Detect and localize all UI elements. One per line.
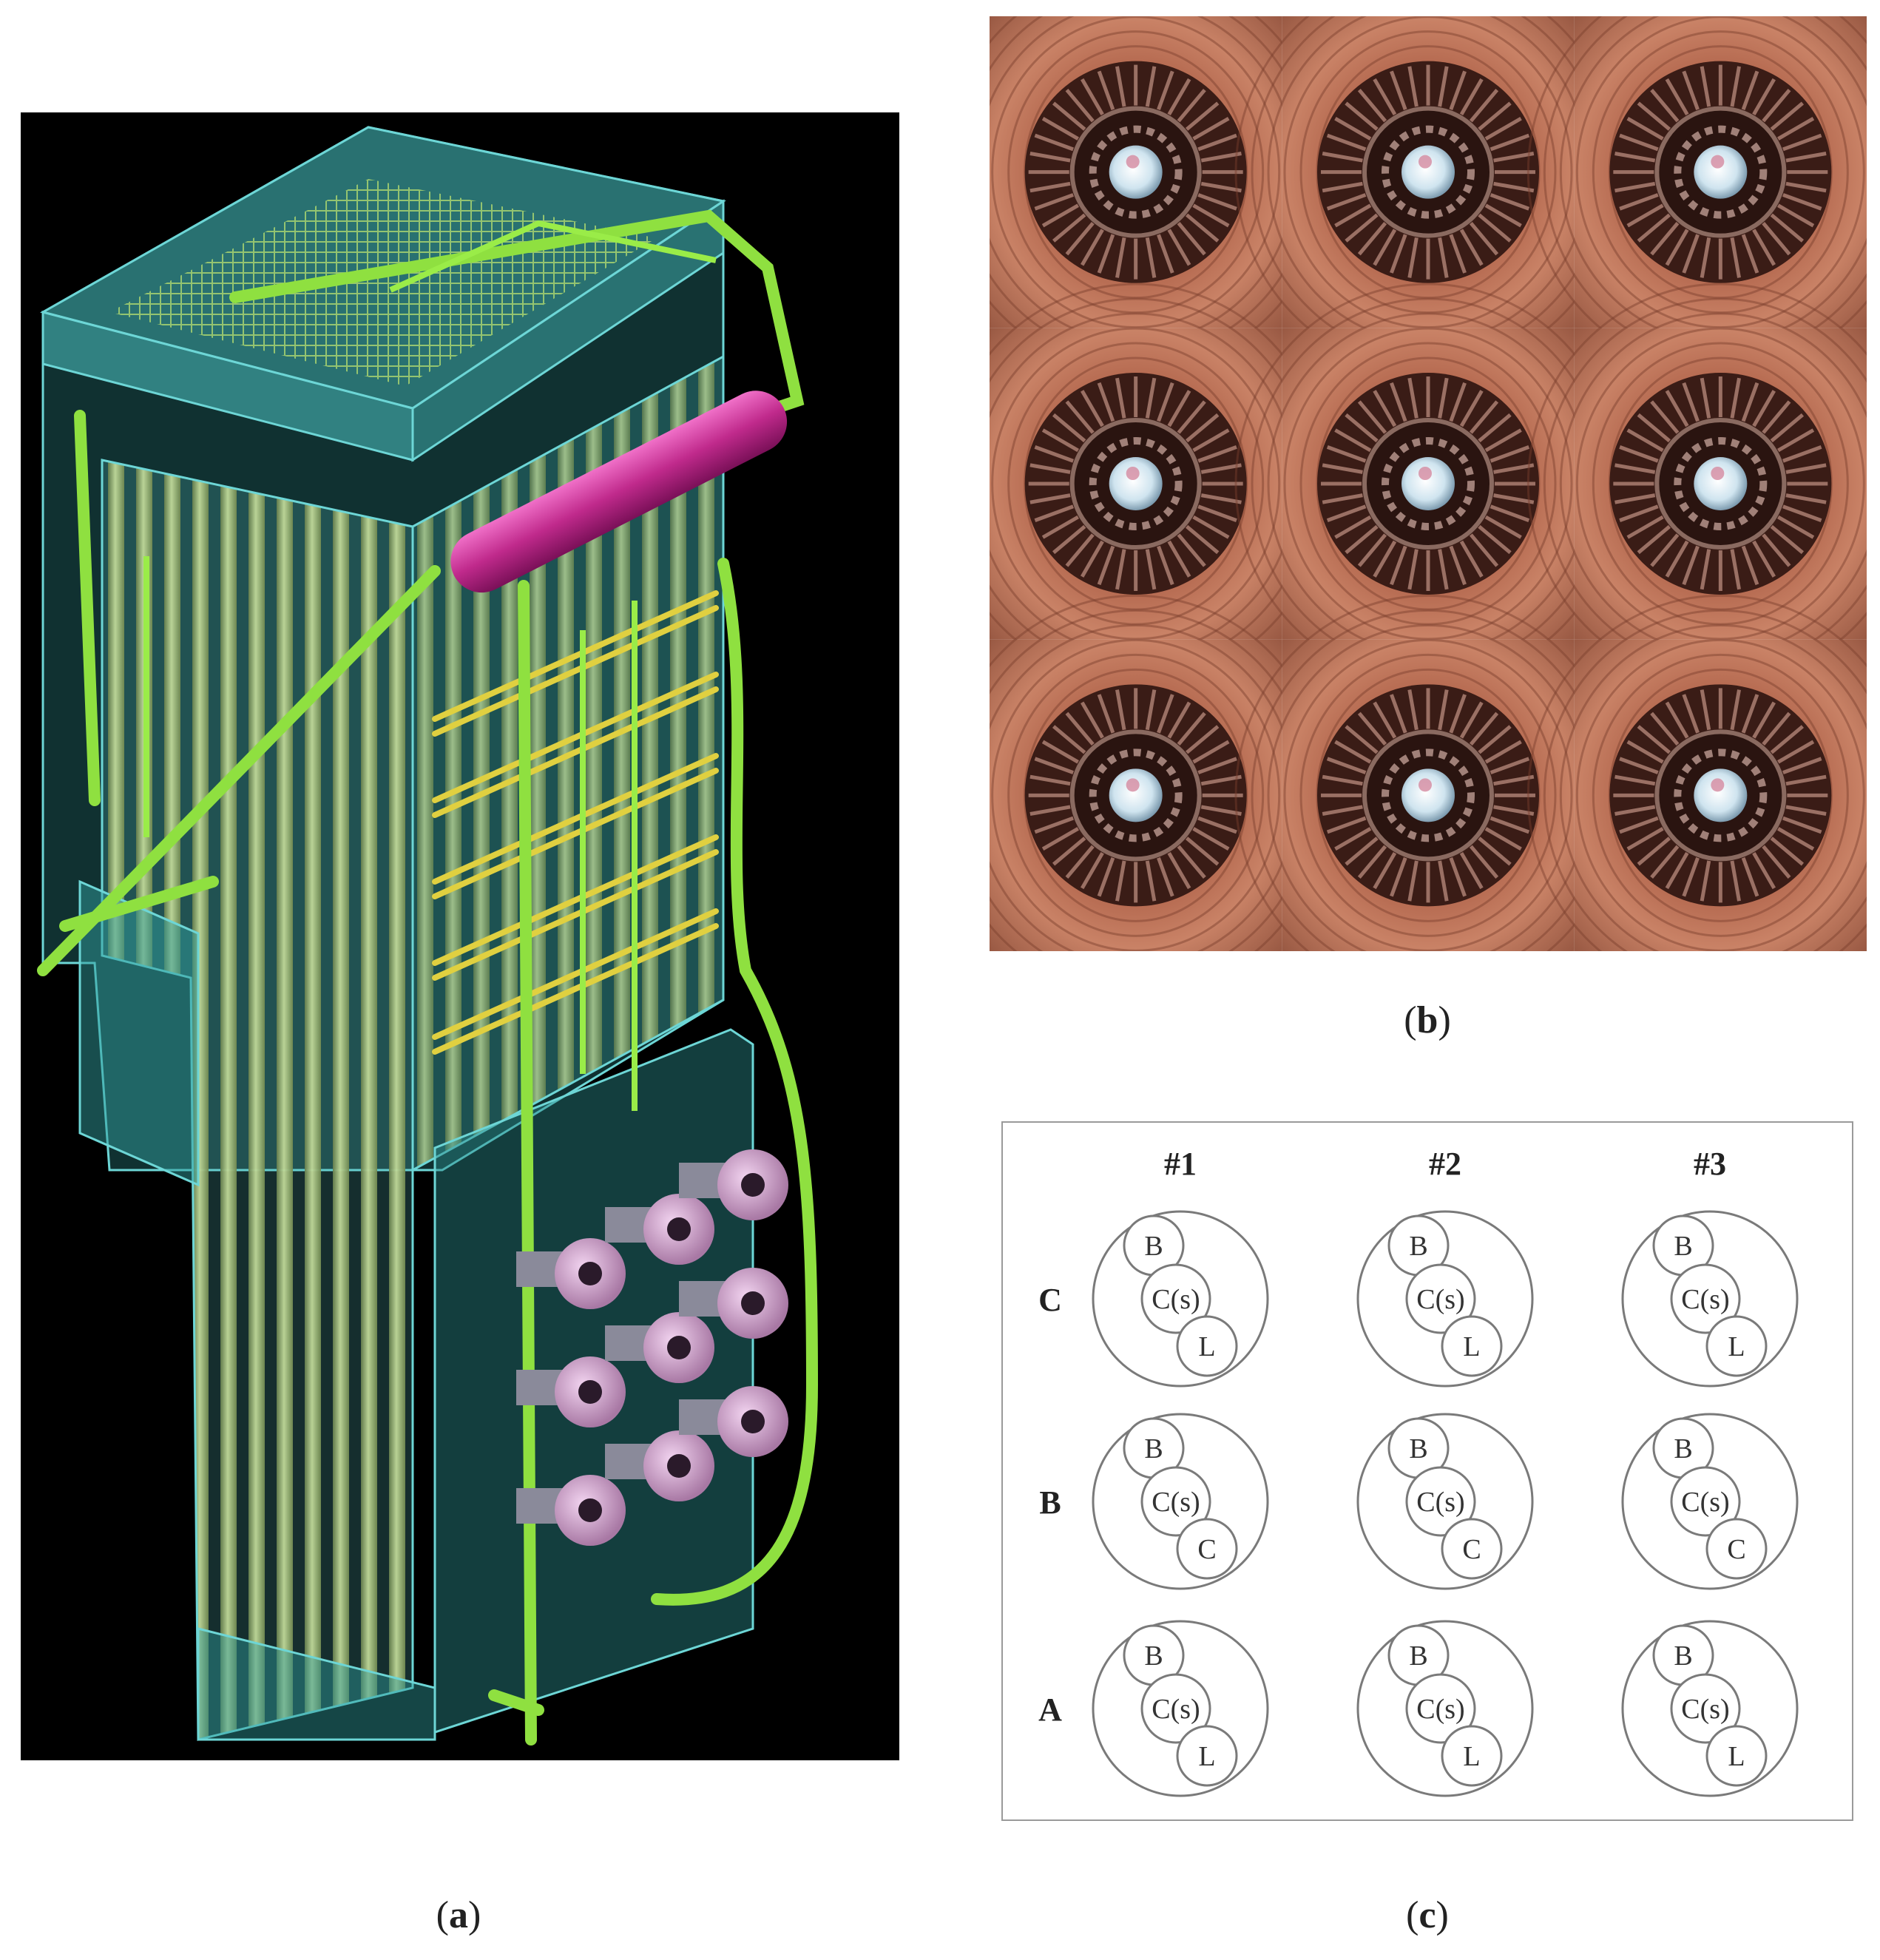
burner-zone-label: C	[1197, 1534, 1216, 1565]
burner-zone-label: B	[1144, 1433, 1163, 1464]
flame-photo-cell	[1234, 283, 1622, 685]
burner-zone-label: C(s)	[1416, 1487, 1464, 1518]
burner-zone-label: C(s)	[1681, 1694, 1729, 1725]
burner-outer-circle	[1092, 1210, 1269, 1388]
burner-zone-label: L	[1728, 1331, 1745, 1362]
flame-photo-cell	[1526, 0, 1880, 374]
burner-cell: B C(s) L	[1621, 1620, 1799, 1797]
burner-zone-label: B	[1144, 1231, 1163, 1262]
flame-photo-cell	[1234, 594, 1622, 996]
burner-zone-circle	[1705, 1518, 1768, 1580]
burner-zone-circle	[1705, 1725, 1768, 1787]
burner-zone-circle	[1405, 1466, 1476, 1537]
burner-zone-circle	[1705, 1315, 1768, 1377]
burner-zone-label: C	[1727, 1534, 1745, 1565]
column-header: #3	[1694, 1146, 1726, 1182]
burner-zone-circle	[1140, 1263, 1211, 1334]
burner-zone-label: C(s)	[1152, 1487, 1200, 1518]
burner-cell: B C(s) L	[1092, 1210, 1269, 1388]
caption-c: (c)	[1406, 1894, 1449, 1936]
burner-zone-circle	[1176, 1315, 1238, 1377]
flame-photo-cell	[942, 0, 1330, 374]
burner-outer-circle	[1621, 1413, 1799, 1590]
column-header: #1	[1164, 1146, 1197, 1182]
burner-outer-circle	[1621, 1210, 1799, 1388]
flame-photo-cell	[942, 594, 1330, 996]
burner-zone-label: B	[1409, 1231, 1427, 1262]
burner-outer-circle	[1356, 1620, 1534, 1797]
burner-zone-label: C(s)	[1152, 1284, 1200, 1315]
burner-zone-circle	[1140, 1466, 1211, 1537]
burner-zone-circle	[1176, 1725, 1238, 1787]
burner-zone-circle	[1670, 1673, 1741, 1744]
burner-zone-circle	[1441, 1518, 1503, 1580]
burner-cell: B C(s) L	[1092, 1620, 1269, 1797]
column-header: #2	[1429, 1146, 1461, 1182]
burner-zone-circle	[1405, 1263, 1476, 1334]
burner-zone-label: C(s)	[1416, 1694, 1464, 1725]
burner-zone-circle	[1176, 1518, 1238, 1580]
flame-photo-cell	[1234, 0, 1622, 374]
burner-cell: B C(s) C	[1621, 1413, 1799, 1590]
row-label: B	[1039, 1484, 1061, 1521]
burner-zone-label: C(s)	[1681, 1284, 1729, 1315]
burner-cell: B C(s) L	[1356, 1210, 1534, 1388]
burner-zone-label: L	[1728, 1741, 1745, 1772]
row-label: A	[1038, 1692, 1062, 1728]
burner-outer-circle	[1621, 1620, 1799, 1797]
burner-cell: B C(s) C	[1092, 1413, 1269, 1590]
flame-photo-cell	[942, 283, 1330, 685]
burner-zone-label: L	[1463, 1331, 1480, 1362]
burner-zone-label: C	[1462, 1534, 1481, 1565]
caption-a: (a)	[436, 1894, 481, 1936]
flame-photo-cell	[1526, 283, 1880, 685]
burner-zone-label: B	[1674, 1231, 1692, 1262]
burner-zone-label: B	[1409, 1433, 1427, 1464]
burner-outer-circle	[1092, 1620, 1269, 1797]
burner-cell: B C(s) L	[1621, 1210, 1799, 1388]
burner-zone-circle	[1405, 1673, 1476, 1744]
burner-zone-circle	[1441, 1725, 1503, 1787]
burner-outer-circle	[1356, 1210, 1534, 1388]
burner-zone-label: C(s)	[1681, 1487, 1729, 1518]
burner-zone-label: B	[1674, 1433, 1692, 1464]
burner-zone-circle	[1140, 1673, 1211, 1744]
burner-cell: B C(s) C	[1356, 1413, 1534, 1590]
boiler-3d-model-image	[21, 112, 899, 1760]
burner-zone-label: L	[1198, 1741, 1215, 1772]
burner-flame-photo-grid	[942, 0, 1880, 996]
burner-zone-circle	[1670, 1466, 1741, 1537]
burner-outer-circle	[1092, 1413, 1269, 1590]
burner-zone-label: B	[1144, 1640, 1163, 1672]
burner-zone-label: B	[1674, 1640, 1692, 1672]
flame-photo-cell	[1526, 594, 1880, 996]
caption-b: (b)	[1404, 999, 1451, 1041]
burner-zone-circle	[1670, 1263, 1741, 1334]
burner-zone-label: L	[1198, 1331, 1215, 1362]
burner-cell: B C(s) L	[1356, 1620, 1534, 1797]
burner-zone-label: C(s)	[1152, 1694, 1200, 1725]
burner-zone-circle	[1441, 1315, 1503, 1377]
burner-zone-label: C(s)	[1416, 1284, 1464, 1315]
burner-outer-circle	[1356, 1413, 1534, 1590]
burner-zone-label: B	[1409, 1640, 1427, 1672]
burner-zone-label: L	[1463, 1741, 1480, 1772]
row-label: C	[1038, 1282, 1062, 1318]
